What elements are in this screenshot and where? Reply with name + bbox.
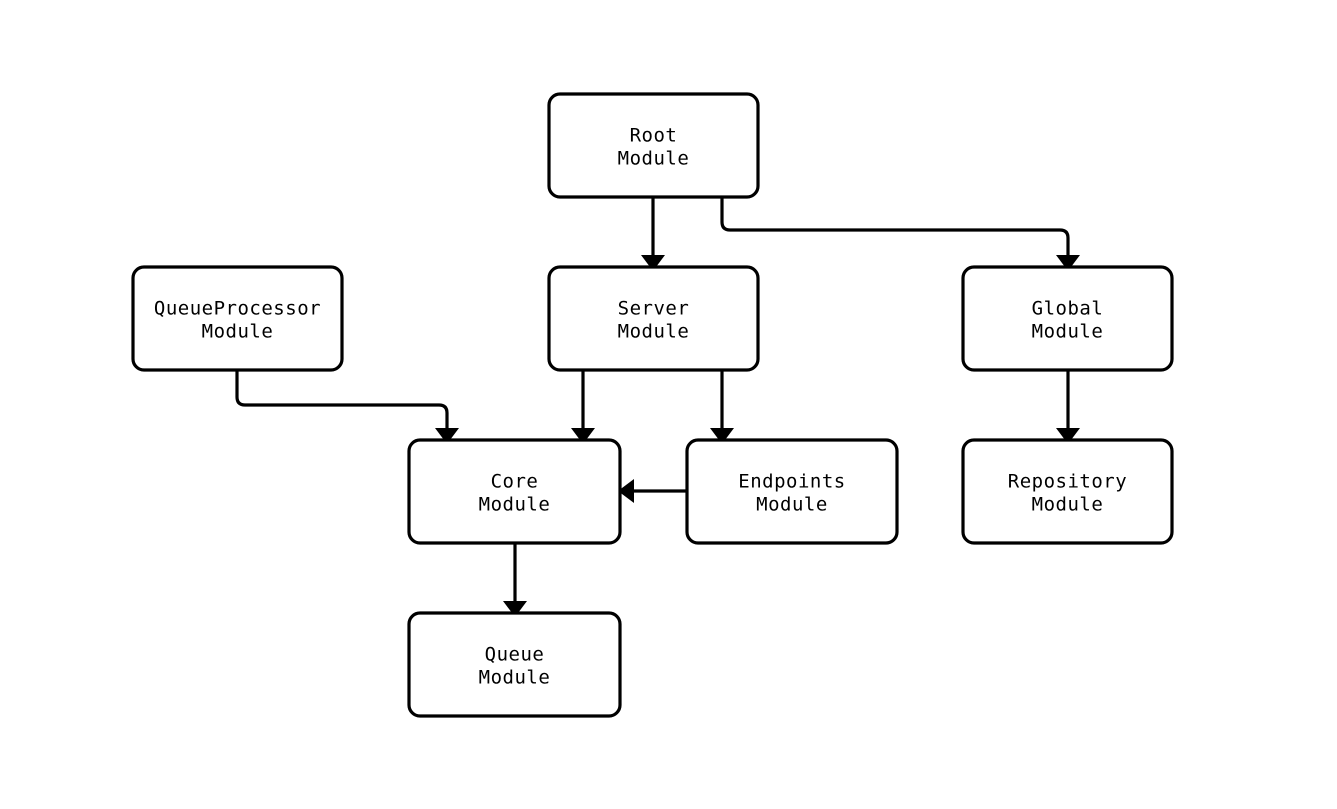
node-queueprocessor-module[interactable]: QueueProcessor Module [131, 265, 344, 372]
node-server-module[interactable]: Server Module [547, 265, 760, 372]
edge-global-repository [1056, 370, 1080, 444]
arrowhead-down [1056, 255, 1080, 271]
edge-line [235, 370, 449, 428]
edge-endpoints-core [618, 479, 687, 503]
node-label-line1: Core [491, 471, 539, 493]
node-rect[interactable] [961, 438, 1174, 545]
node-label-line1: QueueProcessor [154, 298, 321, 320]
arrowhead-down [571, 428, 595, 444]
node-label-line2: Module [756, 494, 828, 516]
edge-layer [235, 197, 1080, 617]
node-label-line1: Endpoints [738, 471, 845, 493]
edge-server-endpoints [710, 370, 734, 444]
node-label-line2: Module [618, 321, 690, 343]
node-label-line1: Server [618, 298, 690, 320]
arrowhead-left [618, 479, 634, 503]
edge-queueprocessor-core [235, 370, 459, 444]
node-rect[interactable] [407, 438, 622, 545]
node-label-line2: Module [202, 321, 274, 343]
node-rect[interactable] [961, 265, 1174, 372]
edge-server-core [571, 370, 595, 444]
node-layer: Root Module QueueProcessor Module Server… [131, 92, 1174, 718]
node-label-line2: Module [1032, 494, 1104, 516]
node-repository-module[interactable]: Repository Module [961, 438, 1174, 545]
node-global-module[interactable]: Global Module [961, 265, 1174, 372]
node-rect[interactable] [407, 611, 622, 718]
node-rect[interactable] [685, 438, 899, 545]
node-label-line1: Root [630, 125, 678, 147]
edge-root-global [720, 197, 1080, 271]
edge-line [720, 197, 1070, 255]
node-label-line2: Module [618, 148, 690, 170]
arrowhead-down [641, 255, 665, 271]
node-rect[interactable] [547, 265, 760, 372]
node-rect[interactable] [547, 92, 760, 199]
node-queue-module[interactable]: Queue Module [407, 611, 622, 718]
node-label-line1: Repository [1008, 471, 1127, 493]
arrowhead-down [1056, 428, 1080, 444]
node-label-line2: Module [479, 667, 551, 689]
node-label-line1: Global [1032, 298, 1104, 320]
node-root-module[interactable]: Root Module [547, 92, 760, 199]
node-endpoints-module[interactable]: Endpoints Module [685, 438, 899, 545]
arrowhead-down [503, 601, 527, 617]
edge-root-server [641, 197, 665, 271]
node-rect[interactable] [131, 265, 344, 372]
arrowhead-down [435, 428, 459, 444]
node-core-module[interactable]: Core Module [407, 438, 622, 545]
node-label-line2: Module [1032, 321, 1104, 343]
node-label-line2: Module [479, 494, 551, 516]
edge-core-queue [503, 543, 527, 617]
node-label-line1: Queue [485, 644, 545, 666]
arrowhead-down [710, 428, 734, 444]
